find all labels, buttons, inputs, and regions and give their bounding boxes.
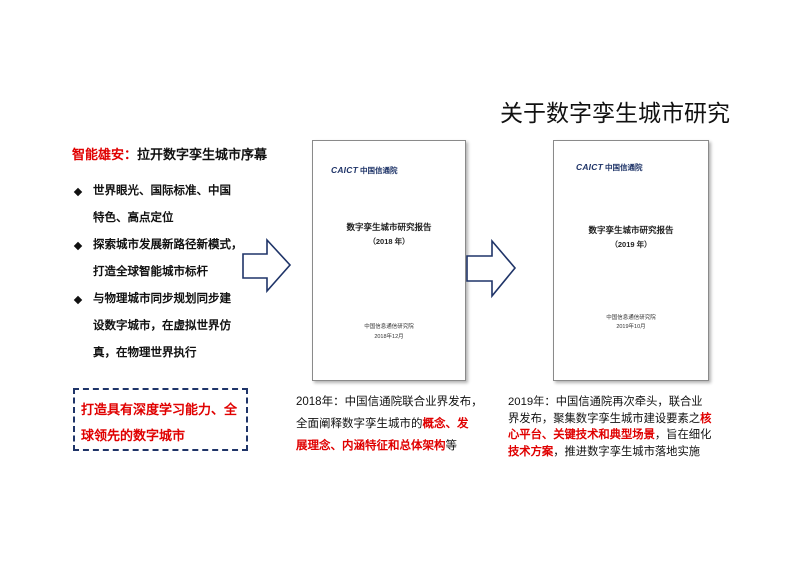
report-caption-2019: 2019年：中国信通院再次牵头，联合业 界发布，聚集数字孪生城市建设要素之核 心… xyxy=(508,394,711,460)
caption-segment: 展理念、内涵特征和总体架构 xyxy=(296,440,446,452)
bullet-item: 世界眼光、国际标准、中国 特色、高点定位 xyxy=(73,178,243,232)
caption-segment: 概念、发 xyxy=(422,418,469,430)
report-date: 2018年12月 xyxy=(374,334,404,340)
bullet-line: 真，在物理世界执行 xyxy=(93,347,197,359)
bullet-line: 世界眼光、国际标准、中国 xyxy=(93,185,231,197)
report-publisher: 中国信息通信研究院 xyxy=(606,315,656,321)
caption-line: 界发布，聚集数字孪生城市建设要素之核 xyxy=(508,411,711,428)
report-date: 2019年10月 xyxy=(616,324,646,330)
caption-segment: ，旨在细化 xyxy=(654,429,712,441)
bullet-list: 世界眼光、国际标准、中国 特色、高点定位 探索城市发展新路径新模式， 打造全球智… xyxy=(73,178,243,367)
logo-name: 中国信通院 xyxy=(359,166,398,175)
report-publisher: 中国信息通信研究院 xyxy=(364,324,414,330)
arrow-outline xyxy=(242,237,292,294)
right-arrow-icon xyxy=(242,237,292,294)
logo-brand: CAICT xyxy=(331,165,358,175)
callout-line: 球领先的数字城市 xyxy=(81,428,186,443)
caption-segment: 等 xyxy=(445,440,458,452)
report-year: （2018 年） xyxy=(368,237,410,246)
heading-text: 拉开数字孪生城市序幕 xyxy=(137,147,268,162)
caption-segment: 技术方案 xyxy=(508,445,554,458)
bullet-item: 探索城市发展新路径新模式， 打造全球智能城市标杆 xyxy=(73,232,243,286)
callout-box: 打造具有深度学习能力、全 球领先的数字城市 xyxy=(73,388,248,451)
diamond-bullet-icon xyxy=(73,187,83,196)
caption-line: 2019年：中国信通院再次牵头，联合业 xyxy=(508,394,711,411)
caption-segment: ，推进数字孪生城市落地实施 xyxy=(553,445,701,458)
left-heading: 智能雄安：拉开数字孪生城市序幕 xyxy=(72,146,267,164)
heading-highlight: 智能雄安： xyxy=(72,147,138,162)
diamond-bullet-icon xyxy=(73,241,83,250)
diamond-bullet-icon xyxy=(73,295,83,304)
bullet-line: 打造全球智能城市标杆 xyxy=(93,266,208,278)
logo-name: 中国信通院 xyxy=(604,163,643,172)
report-caption-2018: 2018年：中国信通院联合业界发布， 全面阐释数字孪生城市的概念、发 展理念、内… xyxy=(296,391,483,457)
caption-segment: 2019年：中国信通院再次牵头，联合业 xyxy=(508,396,703,408)
slide-title: 关于数字孪生城市研究 xyxy=(500,101,730,127)
caption-line: 2018年：中国信通院联合业界发布， xyxy=(296,391,483,413)
caption-line: 全面阐释数字孪生城市的概念、发 xyxy=(296,413,483,435)
bullet-item: 与物理城市同步规划同步建 设数字城市，在虚拟世界仿 真，在物理世界执行 xyxy=(73,286,243,367)
bullet-line: 探索城市发展新路径新模式， xyxy=(93,239,243,251)
report-title: 数字孪生城市研究报告 xyxy=(588,225,674,235)
bullet-line: 与物理城市同步规划同步建 xyxy=(93,293,231,305)
caption-line: 心平台、关键技术和典型场景，旨在细化 xyxy=(508,427,711,444)
caption-segment: 界发布，聚集数字孪生城市建设要素之 xyxy=(508,412,701,425)
logo-brand: CAICT xyxy=(576,162,603,172)
report-year: （2019 年） xyxy=(610,240,652,249)
caption-segment: 2018年：中国信通院联合业界发布， xyxy=(296,396,483,408)
bullet-line: 设数字城市，在虚拟世界仿 xyxy=(93,320,231,332)
caption-line: 展理念、内涵特征和总体架构等 xyxy=(296,435,483,457)
caption-line: 技术方案，推进数字孪生城市落地实施 xyxy=(508,444,711,461)
arrow-outline xyxy=(466,238,517,299)
bullet-line: 特色、高点定位 xyxy=(93,212,174,224)
caption-segment: 核 xyxy=(700,412,712,425)
report-title: 数字孪生城市研究报告 xyxy=(346,222,432,232)
caption-segment: 心平台、关键技术和典型场景 xyxy=(508,429,655,441)
right-arrow-icon xyxy=(466,238,517,299)
caption-segment: 全面阐释数字孪生城市的 xyxy=(296,418,423,430)
callout-line: 打造具有深度学习能力、全 xyxy=(81,402,238,417)
